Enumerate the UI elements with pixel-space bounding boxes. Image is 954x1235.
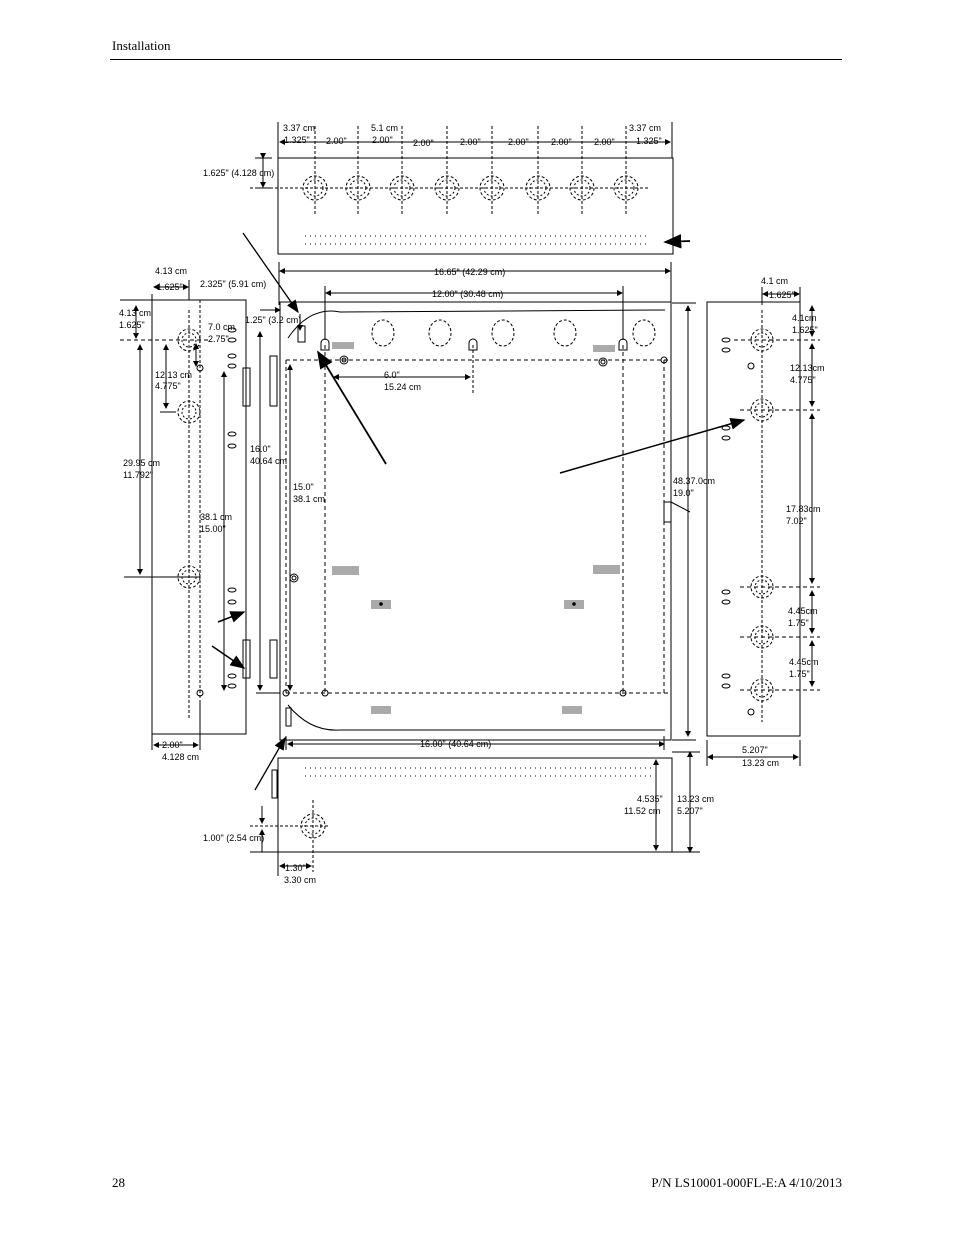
- top-spacing-in-4: 2.00": [460, 137, 481, 147]
- right-top-in: 1.625": [769, 290, 795, 300]
- right-knock-cm: 4.1cm: [792, 313, 817, 323]
- left-mount-in: 15.00": [200, 524, 226, 534]
- left-knock-cm: 4.13 cm: [119, 308, 151, 318]
- header-section: Installation: [112, 38, 171, 53]
- top-offset: 1.625" (4.128 cm): [203, 168, 274, 178]
- bottom-total-cm: 13.23 cm: [677, 794, 714, 804]
- top-panel: [277, 157, 674, 255]
- top-spacing-in-5: 2.00": [508, 137, 529, 147]
- keyhole-offset: 2.325" (5.91 cm): [200, 279, 266, 289]
- left-total-in: 11.792": [123, 470, 153, 480]
- left-gap2-in: 4.775": [155, 381, 181, 391]
- left-height-cm: 40.64 cm: [250, 456, 287, 466]
- right-gap1-cm: 12.13cm: [790, 363, 825, 373]
- left-top-in: 1.625": [157, 282, 183, 292]
- right-gap4-cm: 4.45cm: [789, 657, 819, 667]
- top-spacing-in-3: 2.00": [413, 138, 434, 148]
- top-spacing-in-7: 2.00": [594, 137, 615, 147]
- right-gap1-in: 4.775": [790, 375, 816, 385]
- backbox-top-knockouts: [371, 319, 656, 347]
- right-gap3-cm: 4.45cm: [788, 606, 818, 616]
- bottom-depth-cm: 11.52 cm: [624, 806, 660, 816]
- top-left-cm: 3.37 cm: [283, 123, 315, 133]
- right-gap3-in: 1.75": [788, 618, 809, 628]
- overall-width: 16.65" (42.29 cm): [434, 267, 505, 277]
- top-spacing-in-1: 2.00": [326, 136, 347, 146]
- keyholes: [320, 338, 628, 351]
- left-gap1-in: 2.75": [208, 334, 229, 344]
- bottom-left-in: 1.30": [285, 863, 306, 873]
- right-side-panel: [706, 301, 801, 737]
- left-gap2-cm: 12.13 cm: [155, 370, 192, 380]
- bottom-knock-offset: 1.00" (2.54 cm): [203, 833, 264, 843]
- bottom-panel: [277, 757, 673, 853]
- right-depth-in: 5.207": [742, 745, 768, 755]
- enclosure-height-in: 19.0": [673, 488, 694, 498]
- header-rule: [110, 59, 842, 60]
- bottom-width: 16.00" (40.64 cm): [420, 739, 491, 749]
- bottom-depth-in: 4.535": [637, 794, 663, 804]
- left-total-cm: 29.95 cm: [123, 458, 160, 468]
- right-knock-in: 1.625": [792, 325, 818, 335]
- right-gap2-cm: 17.83cm: [786, 504, 821, 514]
- center-offset-cm: 15.24 cm: [384, 382, 421, 392]
- right-top-cm: 4.1 cm: [761, 276, 788, 286]
- top-spacing-in-6: 2.00": [551, 137, 572, 147]
- left-bottom-in: 2.00": [162, 740, 183, 750]
- top-right-in: 1.325": [636, 136, 662, 146]
- right-gap2-in: 7.02": [786, 516, 807, 526]
- left-height-in: 16.0": [250, 444, 271, 454]
- page-number: 28: [112, 1175, 125, 1190]
- top-left-in: 1.325": [284, 135, 310, 145]
- part-number: P/N LS10001-000FL-E:A 4/10/2013: [651, 1175, 842, 1190]
- top-spacing-cm: 5.1 cm: [371, 123, 398, 133]
- keyhole-span: 12.00" (30.48 cm): [432, 289, 503, 299]
- center-offset-in: 6.0": [384, 370, 400, 380]
- top-right-cm: 3.37 cm: [629, 123, 661, 133]
- left-gap1-cm: 7.0 cm: [208, 322, 235, 332]
- backbox: [279, 301, 672, 741]
- left-top-cm: 4.13 cm: [155, 266, 187, 276]
- top-spacing-in-2: 2.00": [372, 135, 393, 145]
- right-gap4-in: 1.75": [789, 669, 810, 679]
- left-knock-in: 1.625": [119, 320, 145, 330]
- right-depth-cm: 13.23 cm: [742, 758, 779, 768]
- bottom-total-in: 5.207": [677, 806, 703, 816]
- left-mount-cm: 38.1 cm: [200, 512, 232, 522]
- bottom-left-cm: 3.30 cm: [284, 875, 316, 885]
- center-height-cm: 38.1 cm: [293, 494, 325, 504]
- left-bottom-cm: 4.128 cm: [162, 752, 199, 762]
- keyhole-drop: 1.25" (3.2 cm): [245, 315, 301, 325]
- center-height-in: 15.0": [293, 482, 314, 492]
- enclosure-height-cm: 48.37.0cm: [673, 476, 715, 486]
- left-side-panel: [151, 299, 247, 735]
